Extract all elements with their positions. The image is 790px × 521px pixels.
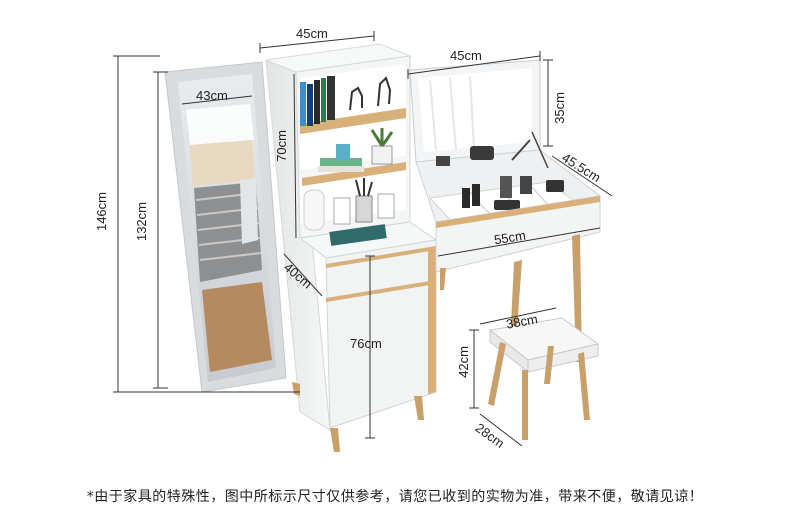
dim-cabinet-lower-height: 76cm [350,336,382,351]
dim-mirror-height: 132cm [134,202,149,242]
dim-vanity-mirror-height: 35cm [552,92,567,124]
stool [488,317,600,440]
dim-shelf-height: 70cm [274,130,289,162]
dim-cabinet-top-width: 45cm [296,26,328,41]
dimension-lines [113,31,613,447]
full-length-mirror [164,61,287,393]
vanity-desk [409,59,602,362]
dim-mirror-width: 43cm [196,88,228,103]
disclaimer-footnote: *由于家具的特殊性，图中所标示尺寸仅供参考，请您已收到的实物为准，带来不便，敬请… [86,489,704,505]
dim-total-height: 146cm [94,192,109,232]
dim-vanity-mirror-width: 45cm [450,48,482,63]
tall-cabinet [264,43,438,452]
dim-stool-height: 42cm [456,346,471,378]
